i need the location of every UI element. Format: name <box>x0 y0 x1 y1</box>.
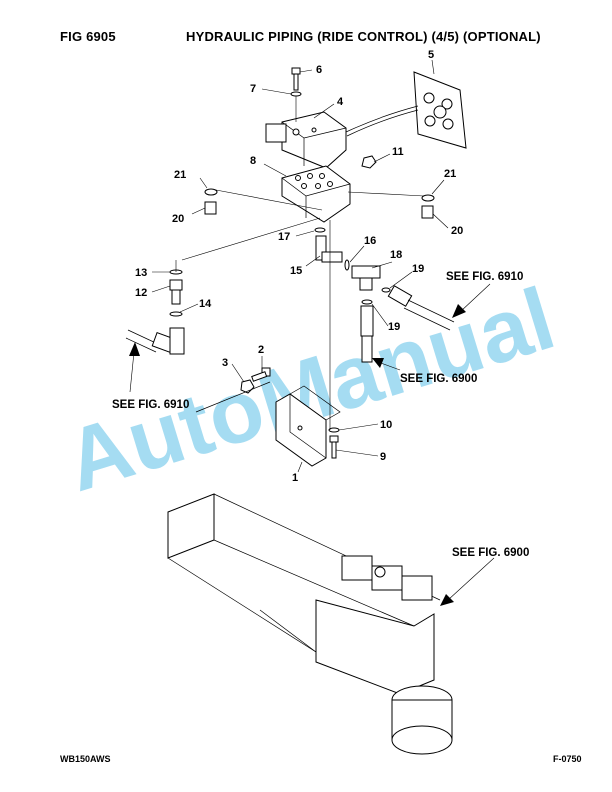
model-code: WB150AWS <box>60 754 111 764</box>
see-fig-6910-right: SEE FIG. 6910 <box>446 271 523 283</box>
callout-19-lower: 19 <box>388 321 400 333</box>
part-10-washer <box>328 427 340 433</box>
part-21-left-washer <box>204 188 218 196</box>
part-4-solenoid-valve <box>265 111 347 169</box>
page-code: F-0750 <box>553 754 582 764</box>
part-2-bolt <box>251 367 271 382</box>
part-11-nut <box>361 155 377 169</box>
part-18-tee <box>351 265 381 291</box>
part-6-bolt <box>291 67 301 91</box>
callout-19-right: 19 <box>412 263 424 275</box>
part-7-washer <box>290 91 302 97</box>
callout-8: 8 <box>250 155 256 167</box>
callout-3: 3 <box>222 357 228 369</box>
callout-7: 7 <box>250 83 256 95</box>
callout-12: 12 <box>135 287 147 299</box>
part-17-o-ring <box>314 227 326 233</box>
see-fig-6900-mid: SEE FIG. 6900 <box>400 373 477 385</box>
callout-13: 13 <box>135 267 147 279</box>
callout-18: 18 <box>390 249 402 261</box>
hose-down <box>360 305 374 363</box>
part-12-adapter <box>169 279 183 305</box>
part-20-right-plug <box>421 205 434 219</box>
see-fig-6910-left: SEE FIG. 6910 <box>112 399 189 411</box>
figure-title: HYDRAULIC PIPING (RIDE CONTROL) (4/5) (O… <box>186 29 541 44</box>
reference-arrows <box>129 283 495 606</box>
callout-1: 1 <box>292 472 298 484</box>
part-1-bracket <box>275 385 341 467</box>
figure-number: FIG 6905 <box>60 29 116 44</box>
callout-4: 4 <box>337 96 344 108</box>
callout-2: 2 <box>258 344 264 356</box>
leader-lines <box>151 59 449 473</box>
part-19-o-ring-right <box>381 287 391 293</box>
part-15-elbow <box>315 235 343 263</box>
reference-labels: SEE FIG. 6910 SEE FIG. 6910 SEE FIG. 690… <box>112 271 529 559</box>
watermark-text: AutoManual <box>55 268 565 510</box>
part-5-switch-panel <box>345 71 467 149</box>
callout-9: 9 <box>380 451 386 463</box>
callout-11: 11 <box>392 146 404 158</box>
callout-15: 15 <box>290 265 302 277</box>
part-19-o-ring-lower <box>361 299 373 305</box>
callout-14: 14 <box>199 298 212 310</box>
callout-6: 6 <box>316 64 322 76</box>
callout-10: 10 <box>380 419 392 431</box>
callout-17: 17 <box>278 231 290 243</box>
callout-20-right: 20 <box>451 225 463 237</box>
hose-right <box>387 285 455 331</box>
callout-21-left: 21 <box>174 169 186 181</box>
machine-frame <box>167 381 453 755</box>
part-14-o-ring <box>169 311 183 317</box>
callout-labels: 1 2 3 4 5 6 7 8 9 10 11 12 13 14 15 16 1… <box>135 49 463 484</box>
callout-5: 5 <box>428 49 434 61</box>
part-9-bolt <box>329 435 339 459</box>
part-16-o-ring <box>344 259 350 271</box>
callout-21-right: 21 <box>444 168 456 180</box>
see-fig-6900-bottom: SEE FIG. 6900 <box>452 547 529 559</box>
part-21-right-washer <box>421 194 435 202</box>
callout-20-left: 20 <box>172 213 184 225</box>
callout-16: 16 <box>364 235 376 247</box>
part-8-manifold-block <box>281 165 351 223</box>
hose-left <box>125 327 185 355</box>
part-20-left-plug <box>204 201 217 215</box>
